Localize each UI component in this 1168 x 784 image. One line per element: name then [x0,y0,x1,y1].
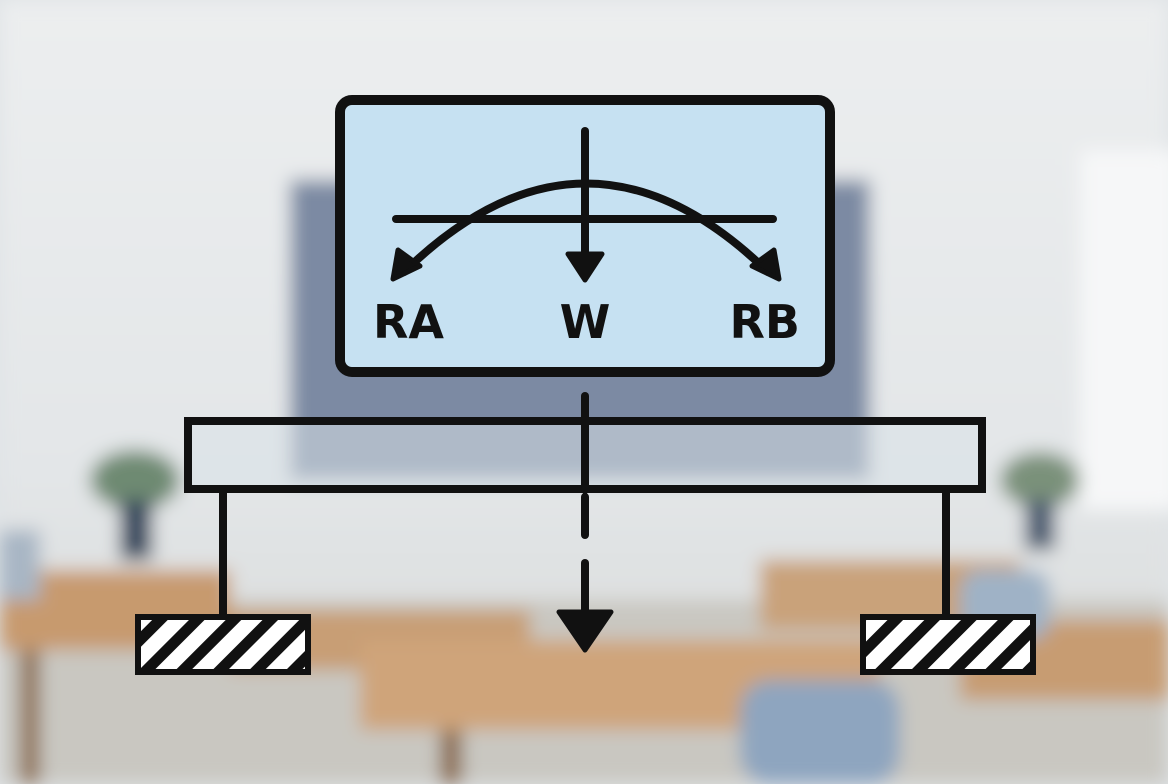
label-ra: RA [373,295,444,349]
right-ground-hatch [860,614,1036,675]
load-line [556,392,614,653]
right-support [860,489,1036,675]
arc-right-arrowhead-icon [749,247,782,282]
label-w: W [560,295,611,349]
arc-left-arrowhead-icon [390,247,423,282]
left-support [135,489,311,675]
left-ground-hatch [135,614,311,675]
force-panel: RA W RB [335,95,835,377]
label-rb: RB [730,295,800,349]
load-line-arrowhead-icon [556,609,614,653]
load-arrowhead-icon [565,251,605,283]
